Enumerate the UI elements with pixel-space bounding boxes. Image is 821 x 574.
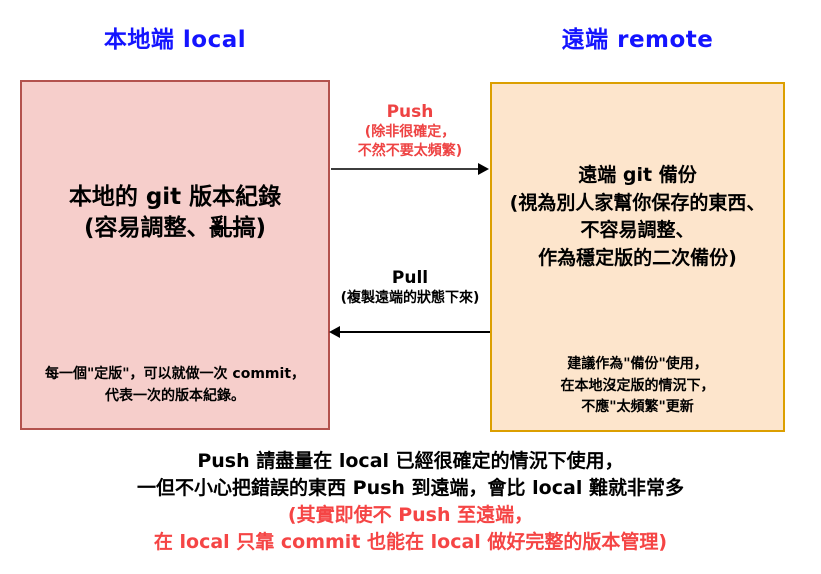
push-label-sub1: (除非很確定， bbox=[364, 124, 456, 141]
footer-caption: Push 請盡量在 local 已經很確定的情況下使用， 一但不小心把錯誤的東西… bbox=[0, 448, 821, 556]
push-arrow-label: Push (除非很確定， 不然不要太頻繁) bbox=[330, 102, 490, 161]
footer-line4: 在 local 只靠 commit 也能在 local 做好完整的版本管理) bbox=[153, 530, 668, 553]
local-box-title: 本地的 git 版本紀錄 (容易調整、亂搞) bbox=[22, 182, 328, 244]
remote-note-line2: 在本地沒定版的情況下， bbox=[560, 377, 715, 394]
push-label-sub2: 不然不要太頻繁) bbox=[357, 143, 463, 160]
remote-note-line3: 不應"太頻繁"更新 bbox=[581, 399, 694, 416]
push-arrow-line bbox=[331, 168, 483, 170]
local-title-line2: (容易調整、亂搞) bbox=[83, 215, 267, 242]
pull-arrow-label: Pull (複製遠端的狀態下來) bbox=[323, 268, 497, 308]
heading-local: 本地端 local bbox=[103, 27, 247, 53]
heading-remote: 遠端 remote bbox=[561, 27, 714, 53]
remote-title-line2: (視為別人家幫你保存的東西、 bbox=[509, 191, 766, 214]
footer-line3: (其實即使不 Push 至遠端， bbox=[287, 503, 534, 526]
remote-box-title: 遠端 git 備份 (視為別人家幫你保存的東西、 不容易調整、 作為穩定版的二次… bbox=[492, 162, 783, 272]
push-label-text: Push bbox=[386, 102, 434, 122]
local-box-note: 每一個"定版"，可以就做一次 commit， 代表一次的版本紀錄。 bbox=[22, 364, 328, 407]
remote-repo-box: 遠端 git 備份 (視為別人家幫你保存的東西、 不容易調整、 作為穩定版的二次… bbox=[490, 82, 785, 432]
footer-line2: 一但不小心把錯誤的東西 Push 到遠端，會比 local 難就非常多 bbox=[137, 476, 684, 499]
pull-arrowhead-left-icon bbox=[329, 326, 340, 338]
struck-text: 亂搞 bbox=[209, 215, 256, 242]
local-repo-box: 本地的 git 版本紀錄 (容易調整、亂搞) 每一個"定版"，可以就做一次 co… bbox=[20, 80, 330, 430]
pull-label-sub: (複製遠端的狀態下來) bbox=[340, 290, 480, 307]
remote-note-line1: 建議作為"備份"使用， bbox=[567, 356, 708, 372]
local-title-line1: 本地的 git 版本紀錄 bbox=[68, 184, 282, 210]
push-arrowhead-right-icon bbox=[478, 163, 489, 175]
footer-line1: Push 請盡量在 local 已經很確定的情況下使用， bbox=[197, 450, 624, 472]
pull-arrow-line bbox=[338, 331, 490, 333]
local-note-line1: 每一個"定版"，可以就做一次 commit， bbox=[44, 366, 306, 382]
local-note-line2: 代表一次的版本紀錄。 bbox=[105, 387, 245, 404]
remote-title-line3: 不容易調整、 bbox=[580, 219, 695, 242]
remote-box-note: 建議作為"備份"使用， 在本地沒定版的情況下， 不應"太頻繁"更新 bbox=[492, 354, 783, 419]
remote-title-line1: 遠端 git 備份 bbox=[578, 164, 697, 186]
remote-title-line4: 作為穩定版的二次備份) bbox=[538, 246, 737, 269]
pull-label-text: Pull bbox=[391, 268, 429, 288]
